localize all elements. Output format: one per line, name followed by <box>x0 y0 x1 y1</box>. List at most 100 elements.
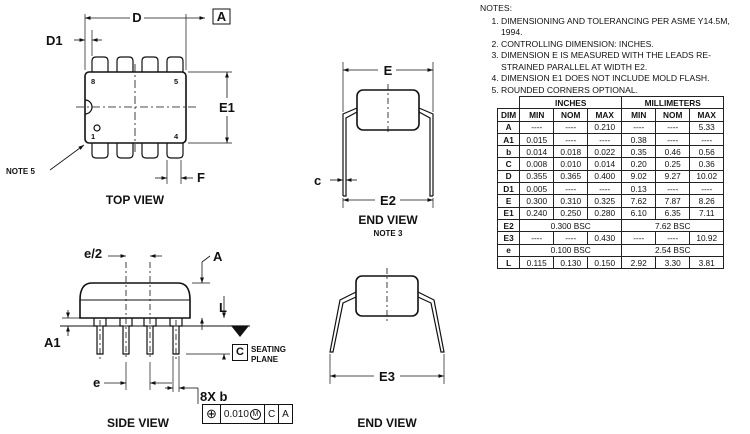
inches-header: INCHES <box>519 95 623 110</box>
table-row: A--------0.210--------5.33 <box>496 120 725 134</box>
table-cell: 0.280 <box>587 206 623 220</box>
table-cell: 0.365 <box>553 169 589 184</box>
fcf-tolerance: 0.010 M <box>221 405 265 423</box>
table-cell: ---- <box>621 120 657 134</box>
table-cell: 7.62 BSC <box>621 218 725 233</box>
table-cell: 0.38 <box>621 132 657 147</box>
table-cell: 0.46 <box>655 145 691 159</box>
table-cell: 6.10 <box>621 206 657 220</box>
table-cell: E2 <box>496 218 521 233</box>
table-cell: 0.210 <box>587 120 623 134</box>
end-view-1 <box>330 62 434 208</box>
end-view-1-title: END VIEW <box>358 213 418 227</box>
table-cell: 2.54 BSC <box>621 243 725 257</box>
position-symbol-icon: ⊕ <box>203 405 221 423</box>
table-cell: 10.02 <box>689 169 725 184</box>
table-cell: 0.310 <box>553 194 589 208</box>
table-cell: ---- <box>553 231 589 245</box>
table-cell: 10.92 <box>689 231 725 245</box>
table-cell: A <box>496 120 521 134</box>
pin-5-label: 5 <box>174 77 178 86</box>
note5-callout: NOTE 5 <box>6 167 35 176</box>
col-header: NOM <box>553 108 589 122</box>
table-cell: ---- <box>519 120 555 134</box>
table-cell: ---- <box>621 231 657 245</box>
mmc-modifier-icon: M <box>249 408 261 420</box>
table-cell: ---- <box>655 182 691 196</box>
feature-control-frame: ⊕ 0.010 M C A <box>202 404 293 424</box>
table-cell: E <box>496 194 521 208</box>
seating-label: SEATING <box>251 345 286 354</box>
table-cell: E3 <box>496 231 521 245</box>
end-view-2-title: END VIEW <box>357 416 417 430</box>
table-cell: 0.008 <box>519 157 555 171</box>
table-cell: 0.005 <box>519 182 555 196</box>
fcf-tolerance-value: 0.010 <box>223 408 249 420</box>
table-cell: ---- <box>655 120 691 134</box>
table-cell: 0.430 <box>587 231 623 245</box>
table-cell: 5.33 <box>689 120 725 134</box>
pin-8-label: 8 <box>91 77 95 86</box>
table-cell: 0.25 <box>655 157 691 171</box>
col-header: MAX <box>689 108 725 122</box>
table-row: E3--------0.430--------10.92 <box>496 231 725 245</box>
col-header: NOM <box>655 108 691 122</box>
fcf-datum-1: C <box>265 405 280 423</box>
table-cell: 0.56 <box>689 145 725 159</box>
table-cell: C <box>496 157 521 171</box>
table-cell: 0.20 <box>621 157 657 171</box>
col-header: MAX <box>587 108 623 122</box>
side-view <box>60 254 250 404</box>
table-cell: D <box>496 169 521 184</box>
table-cell: 0.13 <box>621 182 657 196</box>
dim-e-label: E <box>384 63 393 78</box>
table-cell: ---- <box>553 182 589 196</box>
top-view <box>49 14 232 184</box>
fcf-datum-2: A <box>282 408 289 420</box>
note-item: ROUNDED CORNERS OPTIONAL. <box>501 85 748 97</box>
table-cell: 0.010 <box>553 157 589 171</box>
side-view-title: SIDE VIEW <box>107 416 170 430</box>
table-cell: 7.62 <box>621 194 657 208</box>
table-cell: ---- <box>689 132 725 147</box>
table-cell: 0.115 <box>519 255 555 270</box>
table-cell: 0.300 <box>519 194 555 208</box>
table-cell: e <box>496 243 521 257</box>
dim-d1-label: D1 <box>46 33 63 48</box>
table-cell: 0.35 <box>621 145 657 159</box>
notes-heading: NOTES: <box>480 3 512 13</box>
table-cell: 2.92 <box>621 255 657 270</box>
note-item: DIMENSIONING AND TOLERANCING PER ASME Y1… <box>501 16 748 39</box>
table-cell: ---- <box>553 120 589 134</box>
table-cell: 7.87 <box>655 194 691 208</box>
end-view-2 <box>329 268 445 384</box>
millimeters-header: MILLIMETERS <box>621 95 725 110</box>
table-cell: 0.014 <box>587 157 623 171</box>
table-cell: 0.015 <box>519 132 555 147</box>
table-cell: D1 <box>496 182 521 196</box>
table-cell: 7.11 <box>689 206 725 220</box>
table-cell: 0.400 <box>587 169 623 184</box>
table-cell: 0.100 BSC <box>519 243 623 257</box>
table-cell: 3.81 <box>689 255 725 270</box>
table-cell: 0.022 <box>587 145 623 159</box>
table-cell: 0.130 <box>553 255 589 270</box>
table-cell: 0.36 <box>689 157 725 171</box>
table-cell: 0.014 <box>519 145 555 159</box>
col-header: MIN <box>621 108 657 122</box>
notes-list: DIMENSIONING AND TOLERANCING PER ASME Y1… <box>480 16 748 97</box>
table-cell: 0.325 <box>587 194 623 208</box>
table-cell: L <box>496 255 521 270</box>
table-cell: 3.30 <box>655 255 691 270</box>
table-cell: 9.27 <box>655 169 691 184</box>
table-corner <box>497 96 521 110</box>
